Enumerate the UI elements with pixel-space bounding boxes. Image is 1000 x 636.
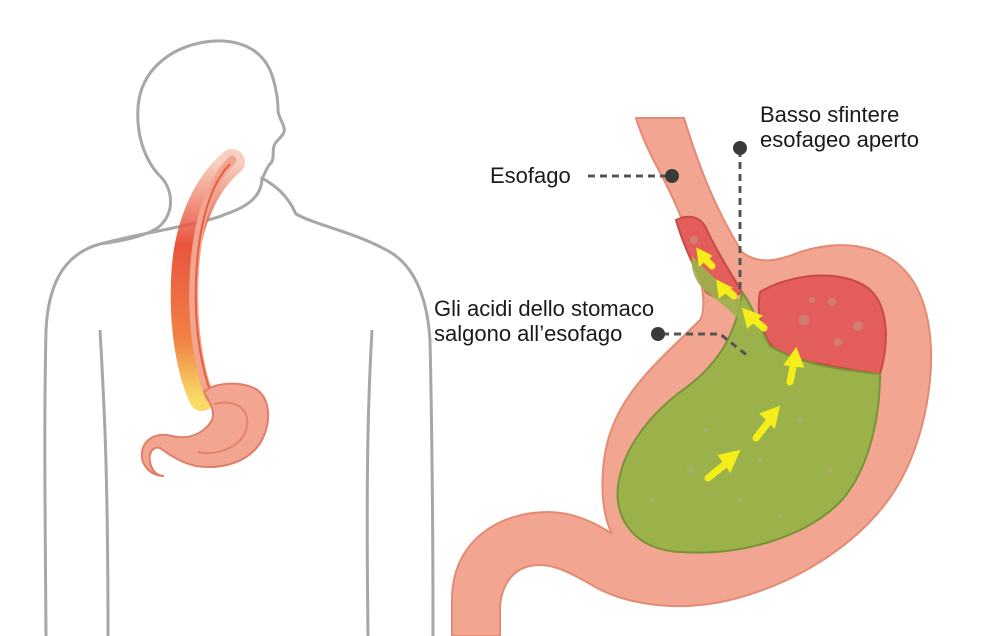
arrow-3 bbox=[783, 346, 805, 386]
dot-acid bbox=[651, 327, 665, 341]
body-figure bbox=[43, 39, 435, 636]
label-sphincter: Basso sfintere esofageo aperto bbox=[760, 102, 919, 152]
label-acid-line1: Gli acidi dello stomaco bbox=[434, 296, 655, 321]
arrow-5 bbox=[716, 279, 738, 300]
body-stomach-fold bbox=[197, 401, 249, 454]
arrow-6 bbox=[696, 247, 716, 270]
label-acid-reflux: Gli acidi dello stomaco salgono all’esof… bbox=[434, 296, 654, 346]
arm-crease-right bbox=[365, 329, 374, 636]
arrow-2 bbox=[752, 405, 781, 442]
label-sphincter-line2: esofageo aperto bbox=[760, 127, 920, 152]
leader-dots bbox=[651, 141, 747, 341]
body-stomach bbox=[140, 382, 270, 477]
label-sphincter-line1: Basso sfintere bbox=[760, 102, 900, 127]
stomach-cross-section bbox=[451, 117, 933, 636]
label-esophagus: Esofago bbox=[490, 163, 571, 188]
leader-lines bbox=[588, 150, 749, 358]
stomach-acid bbox=[616, 289, 882, 554]
dot-esophagus bbox=[665, 169, 679, 183]
label-acid-line2: salgono all’esofago bbox=[434, 321, 623, 346]
arm-crease-left bbox=[98, 329, 110, 636]
body-outline bbox=[43, 39, 435, 636]
dot-sphincter bbox=[733, 141, 747, 155]
arrow-4 bbox=[741, 307, 768, 332]
body-esophagus-center bbox=[194, 163, 231, 397]
arrow-1 bbox=[704, 449, 741, 482]
acid-bubbles bbox=[649, 417, 833, 518]
reflux-arrows bbox=[696, 247, 805, 482]
body-digestive-tract bbox=[140, 149, 270, 477]
